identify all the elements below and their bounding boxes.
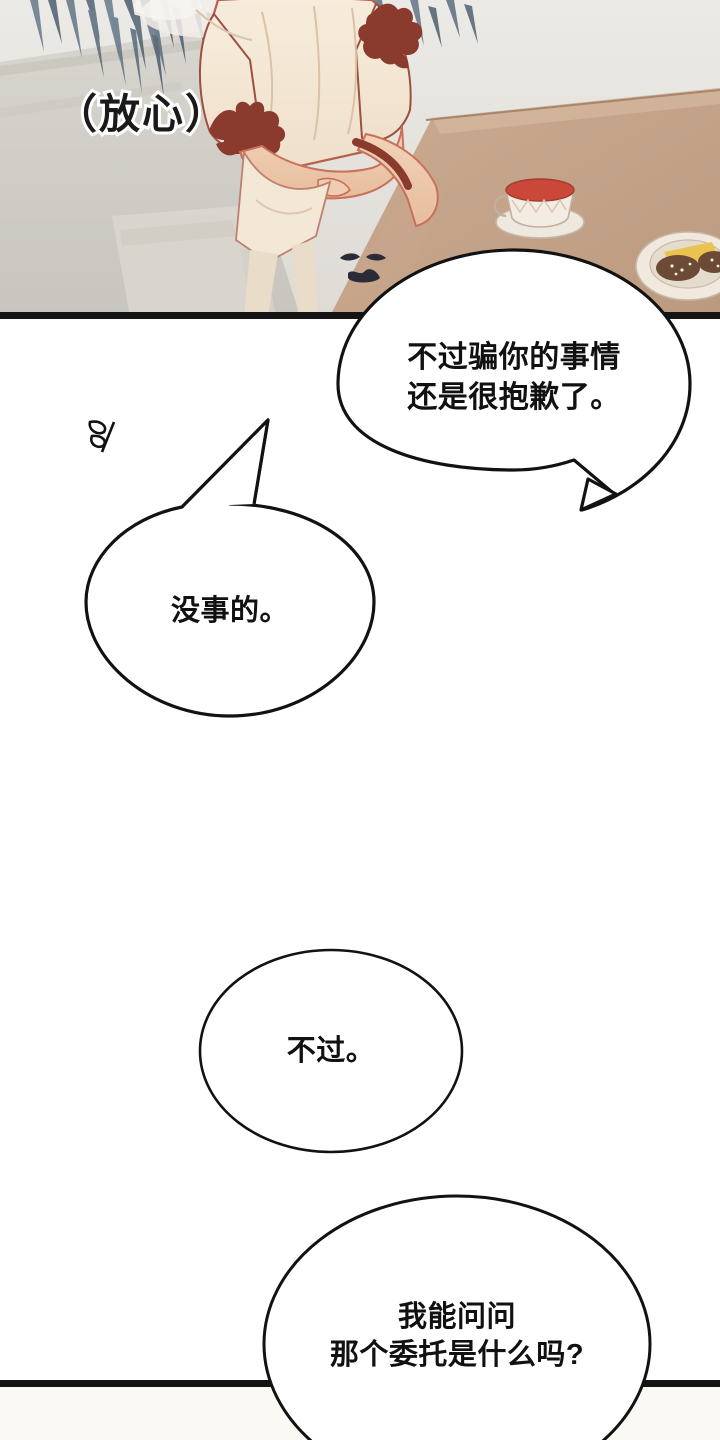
panel-divider-top [0, 312, 720, 319]
girl-figure [195, 0, 439, 316]
window-glow-2 [134, 0, 202, 20]
table-edge [425, 89, 720, 121]
speech-bubble-apology: 不过骗你的事情 还是很抱歉了。 [336, 248, 692, 526]
dessert-plate [635, 231, 720, 301]
pastry-sprinkles [670, 258, 720, 276]
scene-artwork [0, 0, 720, 316]
awkward-face-icon [340, 253, 386, 283]
cup-pattern [511, 198, 567, 214]
skirt [235, 149, 332, 264]
floor-seam-2 [0, 82, 182, 118]
bubble-2-text: 没事的。 [170, 595, 289, 627]
speech-bubble-question: 我能问问 那个委托是什么吗? [262, 1194, 652, 1440]
pastry-choco [656, 255, 700, 281]
cup-handle [493, 194, 507, 218]
bubble-shape-4 [262, 1194, 652, 1440]
bubble-shape-2 [84, 418, 376, 718]
bubble-3-text: 不过。 [286, 1035, 376, 1067]
scene-group [0, 0, 720, 316]
speech-bubble-however: 不过。 [198, 948, 464, 1154]
sweat-drop-icon [88, 420, 116, 453]
caption-text: （放心） [53, 91, 229, 138]
sash [352, 138, 412, 190]
floral-embroidery-right [358, 3, 423, 69]
leg-left [244, 250, 278, 316]
bubble-4-text: 我能问问 那个委托是什么吗? [329, 1301, 585, 1372]
teacup-group [493, 178, 585, 239]
arm-right [356, 132, 439, 228]
leg-right [292, 240, 318, 316]
bubble-shape-1 [336, 248, 692, 512]
illustration-panel: （放心） [0, 0, 720, 316]
speech-bubble-its-ok: 没事的。 [84, 416, 376, 724]
bubble-shape-3 [198, 948, 464, 1154]
bubble-1-text: 不过骗你的事情 还是很抱歉了。 [407, 341, 621, 414]
pastry-choco-2 [698, 251, 720, 273]
tea-liquid [505, 178, 575, 202]
